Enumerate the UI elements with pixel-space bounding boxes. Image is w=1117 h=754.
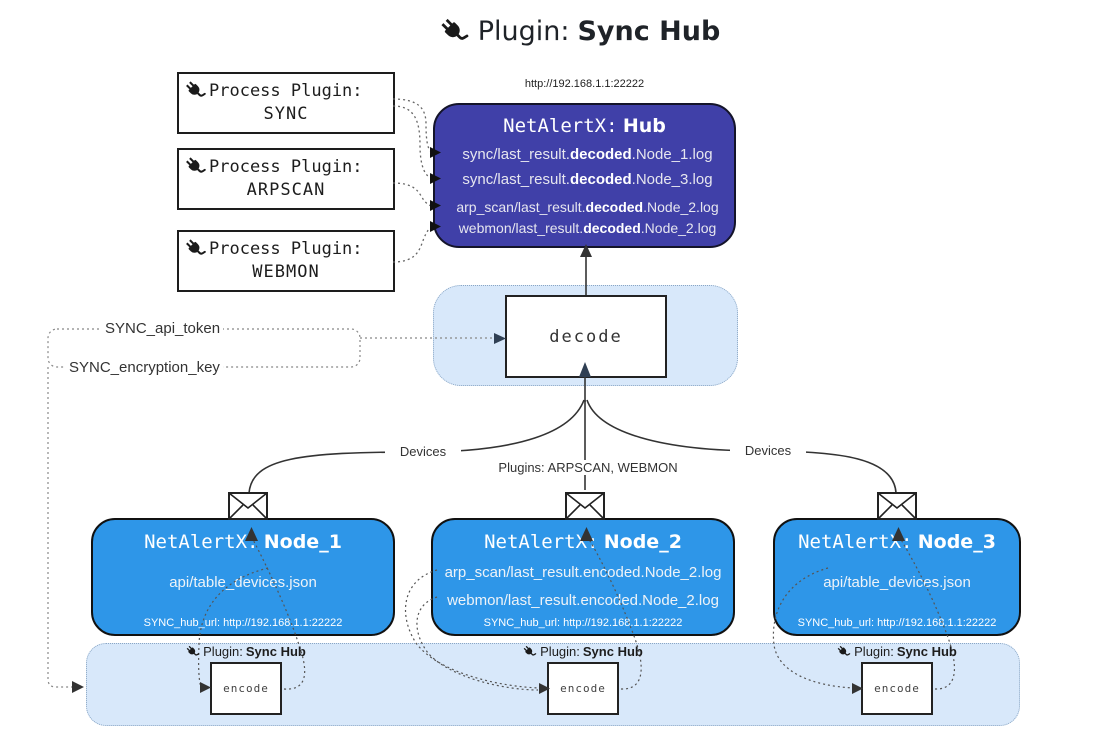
decode-box: decode [505,295,667,378]
plug-icon [523,645,537,659]
process-plugin-label: Process Plugin: [209,81,363,101]
edges-plugins-to-hub [392,98,434,263]
process-plugin-name: ARPSCAN [246,180,326,200]
hub-box: NetAlertX: Hub sync/last_result.decoded.… [433,103,736,248]
sync-encryption-key-label: SYNC_encryption_key [66,358,223,377]
encode-box-2: encode [547,662,619,715]
hub-log-line: sync/last_result.decoded.Node_3.log [462,171,713,188]
node-line: api/table_devices.json [823,574,971,591]
envelope-icon [565,492,605,520]
hub-log-line: arp_scan/last_result.decoded.Node_2.log [456,199,719,215]
node-line: api/table_devices.json [169,574,317,591]
process-plugin-label: Process Plugin: [209,239,363,259]
page-title: Plugin: Sync Hub [340,16,820,47]
node-2-box: NetAlertX: Node_2 arp_scan/last_result.e… [431,518,735,636]
sync-api-token-label: SYNC_api_token [102,319,224,338]
encode-plugin-label-2: Plugin:Sync Hub [487,644,679,659]
process-plugin-name: SYNC [263,104,309,124]
hub-title-name: Hub [622,115,666,137]
edge-label-plugins: Plugins: ARPSCAN, WEBMON [495,460,681,475]
envelope-icon [877,492,917,520]
node-3-box: NetAlertX: Node_3 api/table_devices.json… [773,518,1021,636]
node-line: webmon/last_result.encoded.Node_2.log [447,592,719,609]
hub-url: http://192.168.1.1:22222 [524,78,645,90]
hub-title-prefix: NetAlertX: [503,115,618,137]
process-plugin-name: WEBMON [252,262,320,282]
plug-icon [837,645,851,659]
page-title-prefix: Plugin: [477,16,570,47]
node-title: NetAlertX: Node_3 [798,531,996,553]
hub-title: NetAlertX: Hub [435,115,734,138]
encode-box-3: encode [861,662,933,715]
node-title: NetAlertX: Node_1 [144,531,342,553]
process-plugin-label: Process Plugin: [209,157,363,177]
node-footer: SYNC_hub_url: http://192.168.1.1:22222 [483,617,683,629]
hub-log-line: sync/last_result.decoded.Node_1.log [462,146,713,163]
page-title-name: Sync Hub [577,16,721,47]
arrowhead-keys-to-encoders [72,681,84,693]
node-title: NetAlertX: Node_2 [484,531,682,553]
hub-log-line: webmon/last_result.decoded.Node_2.log [458,220,717,236]
process-plugin-webmon-box: Process Plugin: WEBMON [177,230,395,292]
encode-plugin-label-1: Plugin:Sync Hub [150,644,342,659]
plug-icon [185,238,207,260]
node-footer: SYNC_hub_url: http://192.168.1.1:22222 [797,617,997,629]
node-footer: SYNC_hub_url: http://192.168.1.1:22222 [143,617,343,629]
plug-icon [186,645,200,659]
process-plugin-arpscan-box: Process Plugin: ARPSCAN [177,148,395,210]
node-1-box: NetAlertX: Node_1 api/table_devices.json… [91,518,395,636]
plug-icon [185,80,207,102]
edge-label-devices-left: Devices [385,444,461,459]
edge-label-devices-right: Devices [730,443,806,458]
encode-plugin-label-3: Plugin:Sync Hub [801,644,993,659]
plug-icon [440,17,470,47]
plug-icon [185,156,207,178]
envelope-icon [228,492,268,520]
encode-box-1: encode [210,662,282,715]
process-plugin-sync-box: Process Plugin: SYNC [177,72,395,134]
node-line: arp_scan/last_result.encoded.Node_2.log [444,564,722,581]
